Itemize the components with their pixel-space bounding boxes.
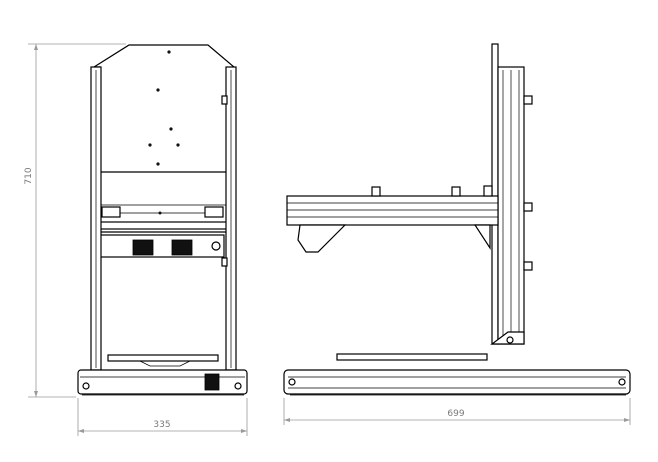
side-back-plate	[491, 43, 499, 345]
side-base	[283, 369, 631, 395]
height-dimension: 710	[24, 43, 126, 398]
plate-hole	[169, 127, 173, 131]
motor-left	[132, 239, 154, 256]
front-mount-block	[99, 234, 225, 258]
bracket-left	[101, 206, 121, 218]
bracket-right	[204, 206, 224, 218]
front-top-plate	[91, 44, 235, 233]
front-width-dimension: 335	[77, 398, 248, 436]
side-footrest	[336, 353, 488, 361]
plate-hole	[148, 143, 152, 147]
plate-hole	[167, 50, 171, 54]
side-width-label: 699	[447, 409, 464, 419]
side-width-dimension: 699	[283, 398, 631, 425]
front-cross-bar	[99, 221, 235, 230]
front-footrest	[107, 354, 219, 362]
plate-hole	[156, 88, 160, 92]
side-horizontal-beam	[286, 195, 499, 226]
front-view	[77, 44, 248, 396]
plate-hole	[156, 162, 160, 166]
side-pedal-bracket	[297, 224, 347, 253]
front-width-label: 335	[153, 420, 170, 430]
plate-hole	[176, 143, 180, 147]
height-label: 710	[24, 167, 34, 184]
side-view	[283, 43, 631, 396]
motor-right	[171, 239, 193, 256]
front-base	[77, 369, 248, 395]
power-connector	[204, 373, 220, 391]
